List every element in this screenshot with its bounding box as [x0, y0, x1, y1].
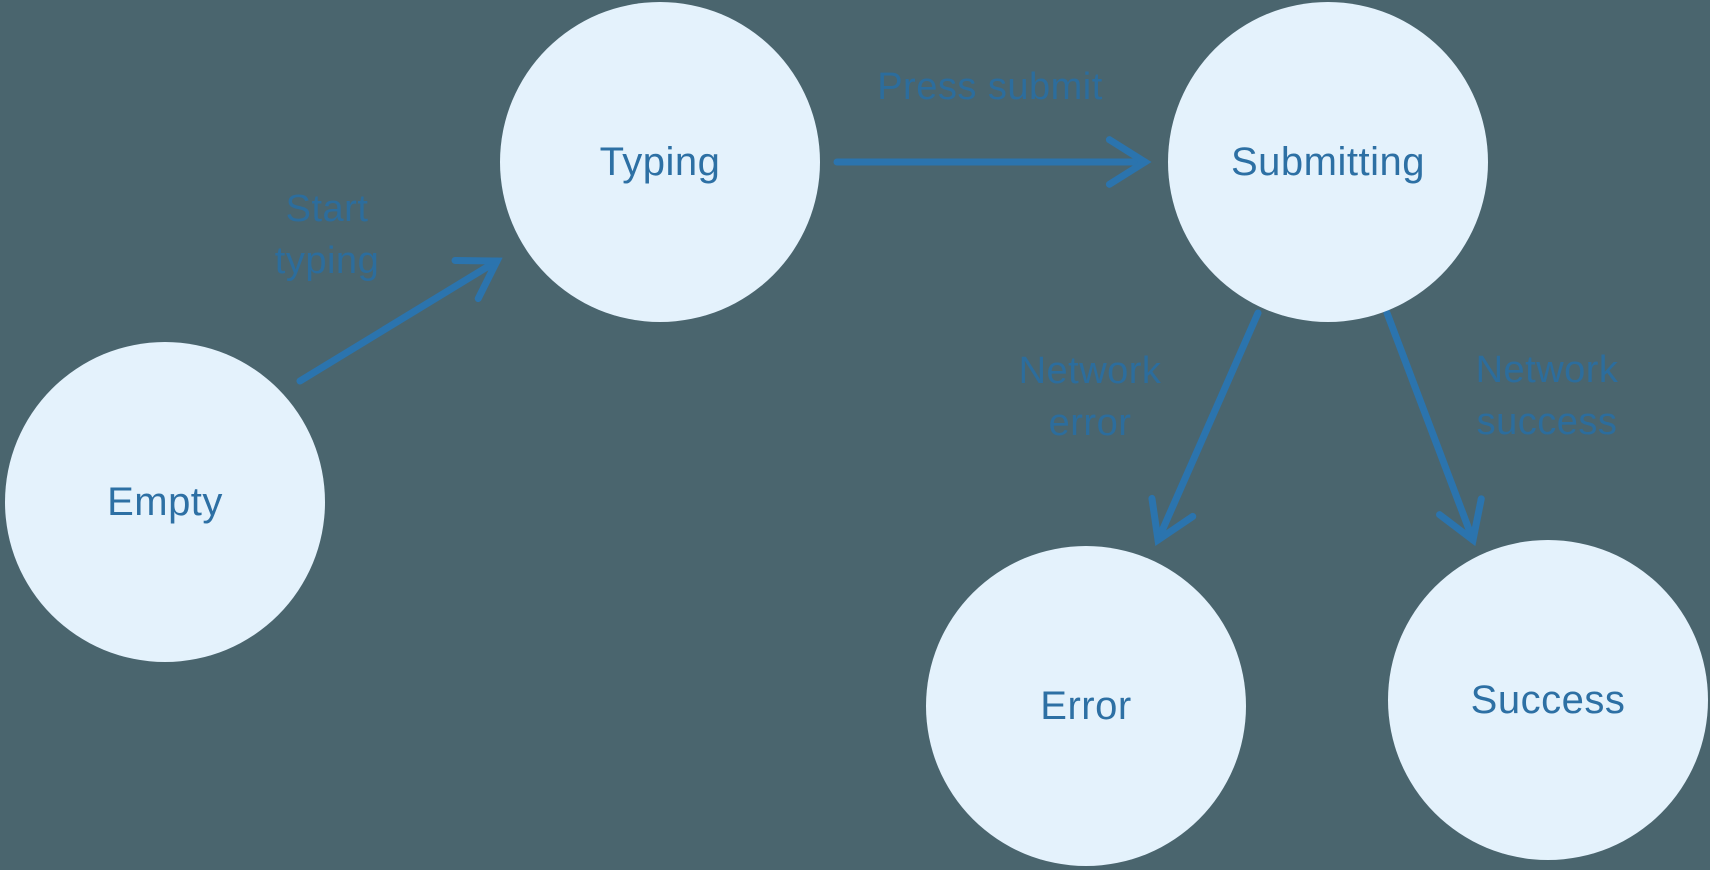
edge-label-submitting-success: Network success: [1476, 344, 1619, 448]
edge-label-line: Start: [285, 188, 369, 230]
edge-typing-submitting: [833, 136, 1152, 188]
edge-label-line: success: [1476, 401, 1618, 443]
edge-label-line: Network: [1018, 350, 1162, 392]
edge-label-submitting-error: Network error: [1019, 345, 1162, 449]
edge-empty-typing-line: [296, 257, 501, 385]
edge-empty-typing: [296, 256, 503, 385]
node-error-label: Error: [1040, 683, 1132, 728]
node-empty-label: Empty: [107, 479, 223, 524]
edge-submitting-error-arrowhead-icon: [1148, 494, 1197, 547]
edge-typing-submitting-arrowhead-icon: [1105, 136, 1152, 188]
edge-label-line: error: [1048, 402, 1132, 444]
node-typing: Typing: [500, 2, 820, 322]
edge-submitting-error-line: [1154, 309, 1262, 544]
edge-empty-typing-arrowhead-icon: [451, 256, 503, 303]
node-submitting-label: Submitting: [1231, 139, 1425, 184]
edge-submitting-success: [1383, 309, 1485, 547]
edge-label-empty-typing: Start typing: [275, 183, 379, 287]
node-error: Error: [926, 546, 1246, 866]
node-success-label: Success: [1470, 677, 1626, 722]
node-typing-label: Typing: [599, 139, 721, 184]
edge-label-line: Network: [1475, 349, 1619, 391]
edge-label-line: typing: [274, 240, 380, 282]
node-empty: Empty: [5, 342, 325, 662]
edge-label-line: Press submit: [877, 66, 1103, 108]
edge-submitting-success-arrowhead-icon: [1436, 495, 1485, 547]
edge-submitting-error: [1148, 309, 1262, 547]
edge-label-typing-submitting: Press submit: [877, 61, 1103, 113]
node-submitting: Submitting: [1168, 2, 1488, 322]
node-success: Success: [1388, 540, 1708, 860]
edge-submitting-success-line: [1383, 309, 1477, 544]
